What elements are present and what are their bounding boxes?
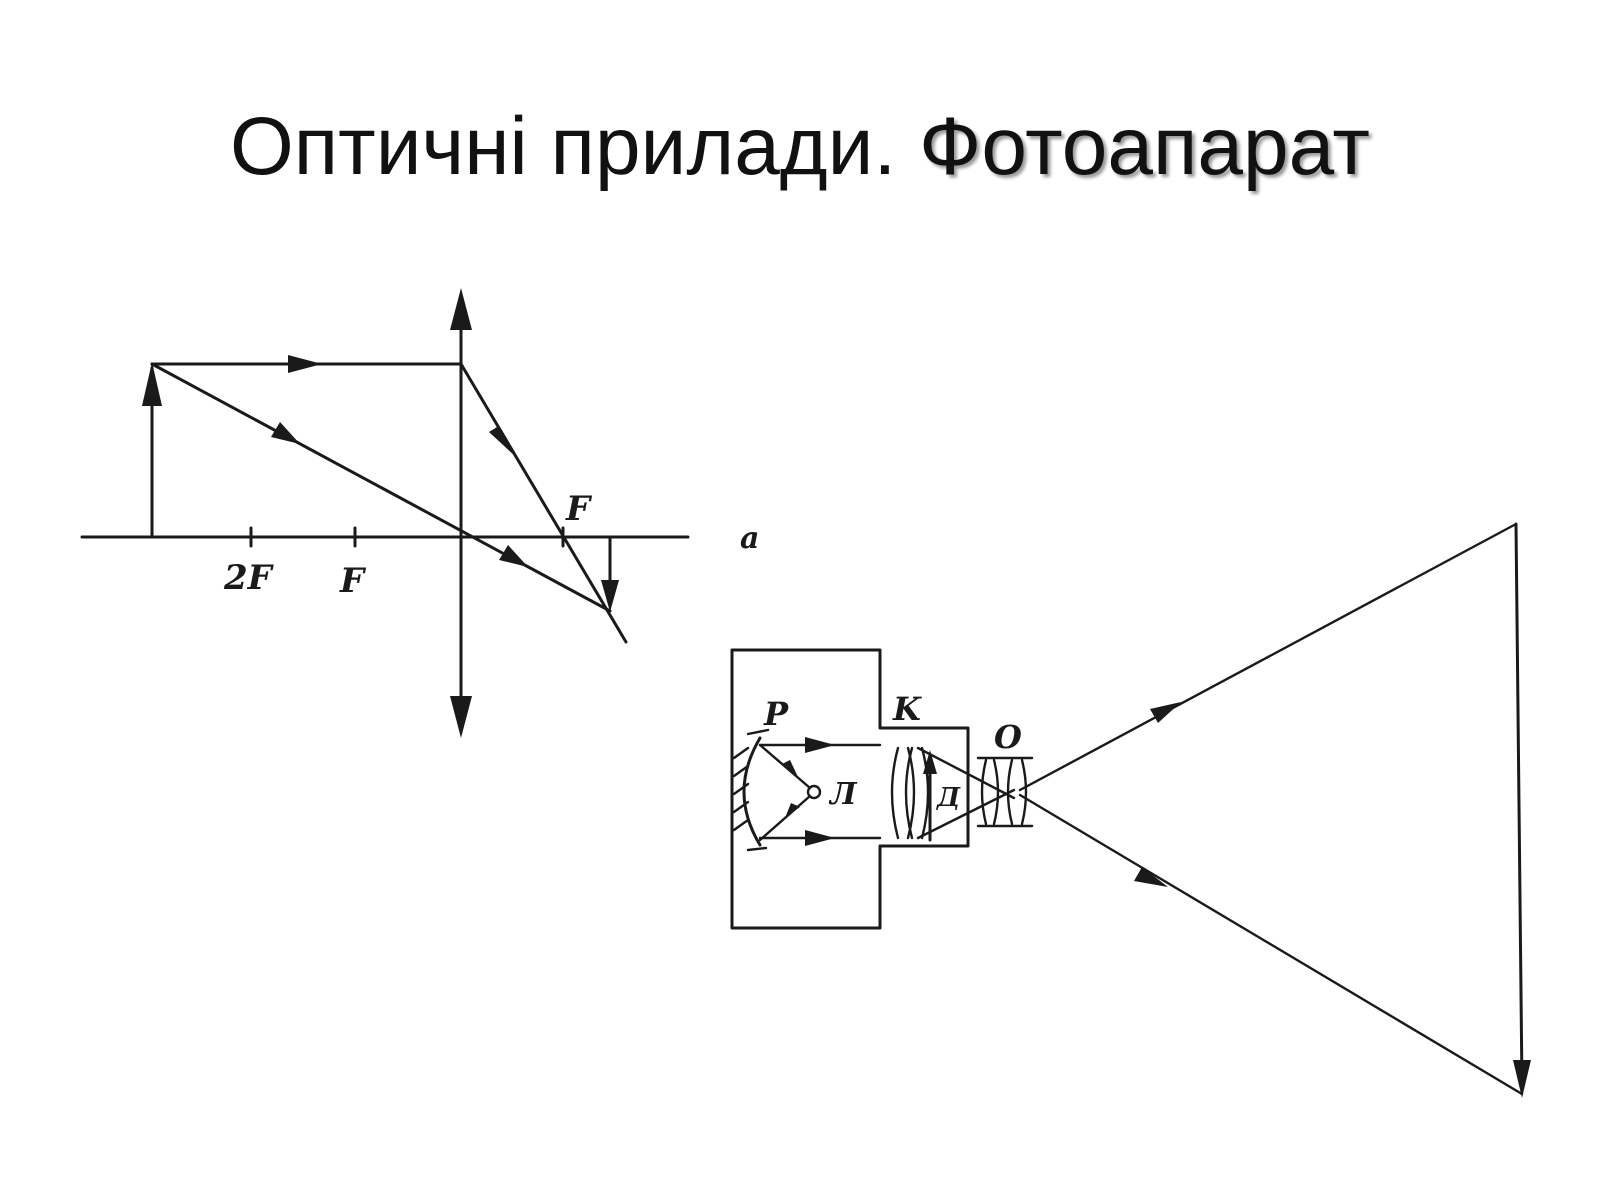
lamp-ray-bottom-arrowhead: [785, 803, 800, 818]
top-beam-arrowhead: [805, 737, 835, 753]
lamp-ray-top-arrowhead: [782, 760, 798, 777]
objective-lens-2: [1006, 758, 1028, 826]
lens-bottom-arrowhead: [450, 696, 472, 738]
label-d: Д: [935, 783, 961, 813]
projection-bottom-arrowhead: [1134, 867, 1168, 887]
slide-arrowhead: [923, 750, 937, 774]
mirror-top-mark: [746, 728, 770, 736]
refracted-ray-arrowhead: [489, 427, 516, 457]
object-arrowhead: [142, 362, 162, 406]
label-f-left: F: [339, 561, 367, 601]
lens-diagram: 2F F F a: [80, 288, 759, 738]
label-k: K: [892, 690, 922, 728]
lens-top-arrowhead: [450, 288, 472, 330]
bottom-beam-arrowhead: [805, 830, 835, 846]
label-2f: 2F: [223, 558, 275, 598]
condenser-lens-1: [890, 746, 916, 840]
reflector-mirror: [742, 736, 762, 847]
central-ray: [150, 362, 612, 613]
screen-image-arrow: [1514, 522, 1524, 1088]
objective-lens-1: [980, 758, 1000, 826]
condenser-lens-2: [904, 746, 930, 840]
label-l: Л: [828, 777, 858, 812]
mirror-hatch-1: [732, 746, 750, 760]
central-ray-arrowhead-1: [271, 422, 300, 444]
title-part-2: Фотоапарат: [919, 101, 1370, 192]
label-f-right: F: [565, 489, 593, 529]
label-p: P: [763, 695, 789, 733]
label-a: a: [740, 521, 759, 556]
lamp-ray-top: [758, 743, 812, 790]
image-arrowhead: [601, 580, 619, 612]
refracted-ray: [459, 362, 628, 644]
central-ray-arrowhead-2: [499, 545, 528, 567]
mirror-hatch-2: [732, 764, 750, 778]
projection-ray-top: [1018, 522, 1518, 792]
mirror-hatch-3: [732, 782, 750, 796]
mirror-bottom-mark: [746, 846, 768, 852]
slide-title: Оптичні прилади. Фотоапарат: [0, 98, 1600, 196]
projector-housing: [730, 648, 970, 930]
projection-ray-bottom: [1018, 793, 1524, 1096]
parallel-ray-arrowhead: [288, 355, 322, 373]
projector-diagram: P K O Л Д: [730, 522, 1531, 1098]
title-part-1: Оптичні прилади.: [229, 101, 897, 192]
lamp-icon: [806, 784, 822, 800]
mirror-hatch-4: [732, 800, 750, 814]
label-o: O: [994, 718, 1022, 756]
screen-image-arrowhead: [1513, 1060, 1531, 1098]
inner-beam-bottom: [916, 788, 1016, 840]
projection-top-arrowhead: [1150, 702, 1181, 723]
mirror-hatch-5: [732, 818, 750, 832]
